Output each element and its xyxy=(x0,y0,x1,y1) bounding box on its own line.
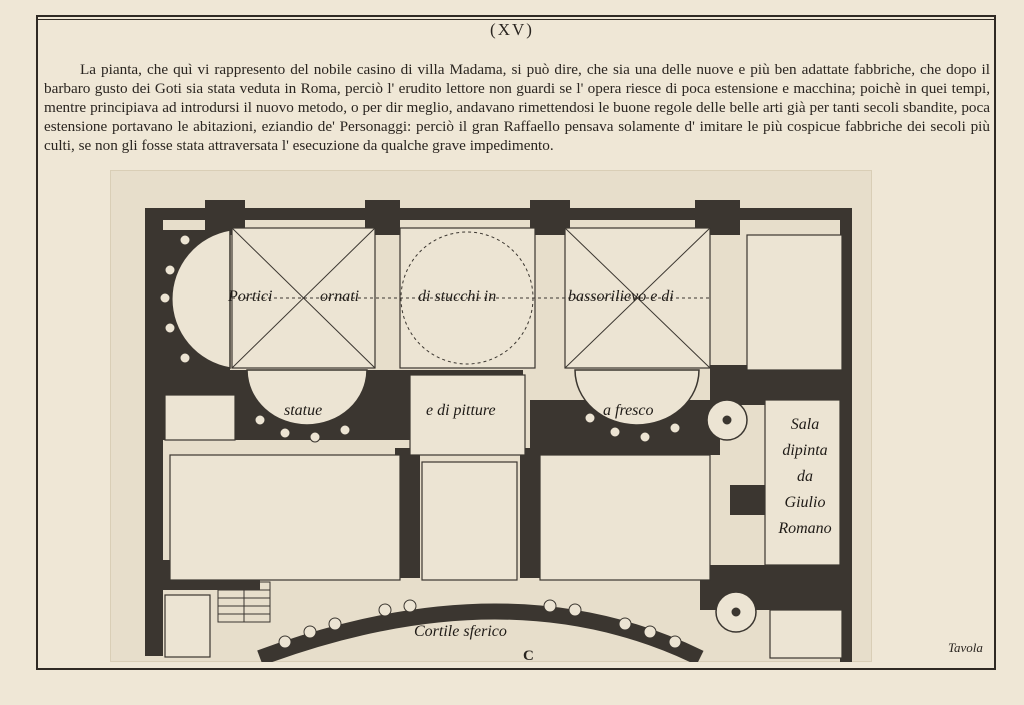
straight-stairs xyxy=(217,581,271,623)
left-apse xyxy=(171,229,231,369)
label-portici: Portici xyxy=(228,288,273,305)
paragraph: La pianta, che quì vi rappresento del no… xyxy=(44,61,990,154)
label-pitture: e di pitture xyxy=(426,402,496,419)
cortile-niches xyxy=(278,599,682,649)
apse-fresco xyxy=(574,369,700,426)
vault-lines xyxy=(231,227,711,369)
spiral-stairs xyxy=(706,399,757,633)
label-cortile: Cortile sferico xyxy=(414,623,507,640)
label-sala: Sala dipinta da Giulio Romano xyxy=(770,412,840,542)
label-ornati: ornati xyxy=(320,288,360,305)
sala-line: dipinta xyxy=(782,442,828,459)
label-stucchi: di stucchi in xyxy=(418,288,497,305)
frame-top-rule xyxy=(36,19,996,20)
sala-line: da xyxy=(797,468,813,485)
sala-line: Romano xyxy=(778,520,832,537)
body-text: La pianta, che quì vi rappresento del no… xyxy=(44,60,990,155)
columns xyxy=(159,234,681,443)
page-number: (XV) xyxy=(490,20,534,39)
plate-letter: C xyxy=(523,648,534,664)
apse-statue xyxy=(246,369,368,426)
sala-line: Giulio xyxy=(784,494,826,511)
label-statue: statue xyxy=(284,402,323,419)
floor-plan-plate: Portici ornati di stucchi in bassoriliev… xyxy=(110,170,872,662)
sala-line: Sala xyxy=(790,416,820,433)
label-fresco: a fresco xyxy=(603,402,654,419)
page-frame xyxy=(36,15,996,670)
catchword: Tavola xyxy=(948,640,983,655)
label-bassorilievo: bassorilievo e di xyxy=(568,288,674,305)
floor-plan-drawing xyxy=(145,200,852,662)
